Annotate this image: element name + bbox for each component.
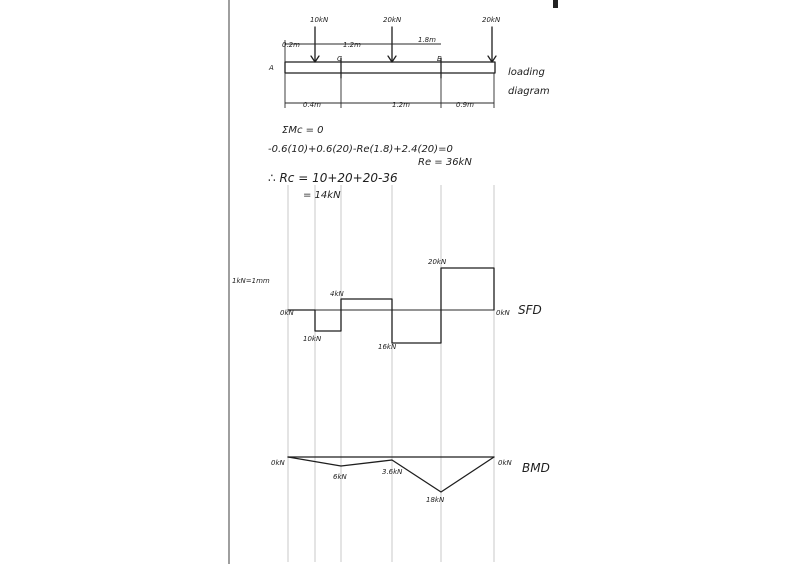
load-arrow-2: [387, 26, 397, 63]
bmd-value-1: 0kN: [271, 459, 286, 467]
calc-line-5: = 14kN: [303, 190, 341, 201]
bmd-moment-curve: [287, 456, 495, 493]
sfd-shear-curve: [287, 267, 495, 344]
bending-moment-diagram: BMD 0kN 6kN 3.6kN 18kN 0kN: [271, 456, 550, 504]
calc-line-4: ∴ Rc = 10+20+20-36: [268, 171, 398, 185]
bmd-value-3: 3.6kN: [382, 468, 403, 476]
calc-line-3: Re = 36kN: [418, 157, 472, 168]
sfd-value-3: 4kN: [330, 290, 345, 298]
load-arrow-3: [487, 26, 497, 63]
sfd-value-4: 16kN: [378, 343, 397, 351]
point-e-label: E: [437, 55, 442, 63]
dim-bottom-3: 0.9m: [456, 101, 474, 109]
sfd-value-2: 10kN: [303, 335, 322, 343]
load-arrow-1: [310, 26, 320, 63]
sfd-label: SFD: [518, 303, 542, 317]
bmd-value-4: 18kN: [426, 496, 445, 504]
dim-top-3: 1.8m: [418, 36, 436, 44]
ruled-guide-lines: [287, 185, 495, 562]
loading-diagram: 10kN 20kN 20kN 0.2m 1.2m 1.8m 0.4m 1.2m …: [268, 16, 550, 109]
bmd-value-5: 0kN: [498, 459, 513, 467]
load-1-label: 10kN: [310, 16, 329, 24]
page-corner-mark: [553, 0, 558, 8]
sfd-scale-note: 1kN=1mm: [232, 277, 270, 285]
dim-bottom-1: 0.4m: [303, 101, 321, 109]
beam: [284, 61, 496, 74]
dim-bottom-2: 1.2m: [392, 101, 410, 109]
shear-force-diagram: 1kN=1mm SFD 0kN 10kN 4kN 16kN 20kN 0kN: [232, 258, 542, 351]
calculation-block: ΣMc = 0 -0.6(10)+0.6(20)-Re(1.8)+2.4(20)…: [268, 125, 472, 201]
sfd-value-6: 0kN: [496, 309, 511, 317]
sfd-value-1: 0kN: [280, 309, 295, 317]
calc-line-1: ΣMc = 0: [282, 125, 324, 136]
dim-top-2: 1.2m: [343, 41, 361, 49]
notebook-page: [228, 0, 560, 564]
bmd-value-2: 6kN: [333, 473, 348, 481]
bmd-label: BMD: [522, 461, 550, 475]
point-a-label: A: [268, 64, 274, 72]
caption-line-1: loading: [508, 67, 545, 78]
calc-line-2: -0.6(10)+0.6(20)-Re(1.8)+2.4(20)=0: [268, 144, 453, 155]
dim-top-1: 0.2m: [282, 41, 300, 49]
point-c-label: C: [337, 55, 342, 63]
load-3-label: 20kN: [482, 16, 501, 24]
sfd-value-5: 20kN: [428, 258, 447, 266]
load-2-label: 20kN: [383, 16, 402, 24]
caption-line-2: diagram: [508, 86, 550, 97]
